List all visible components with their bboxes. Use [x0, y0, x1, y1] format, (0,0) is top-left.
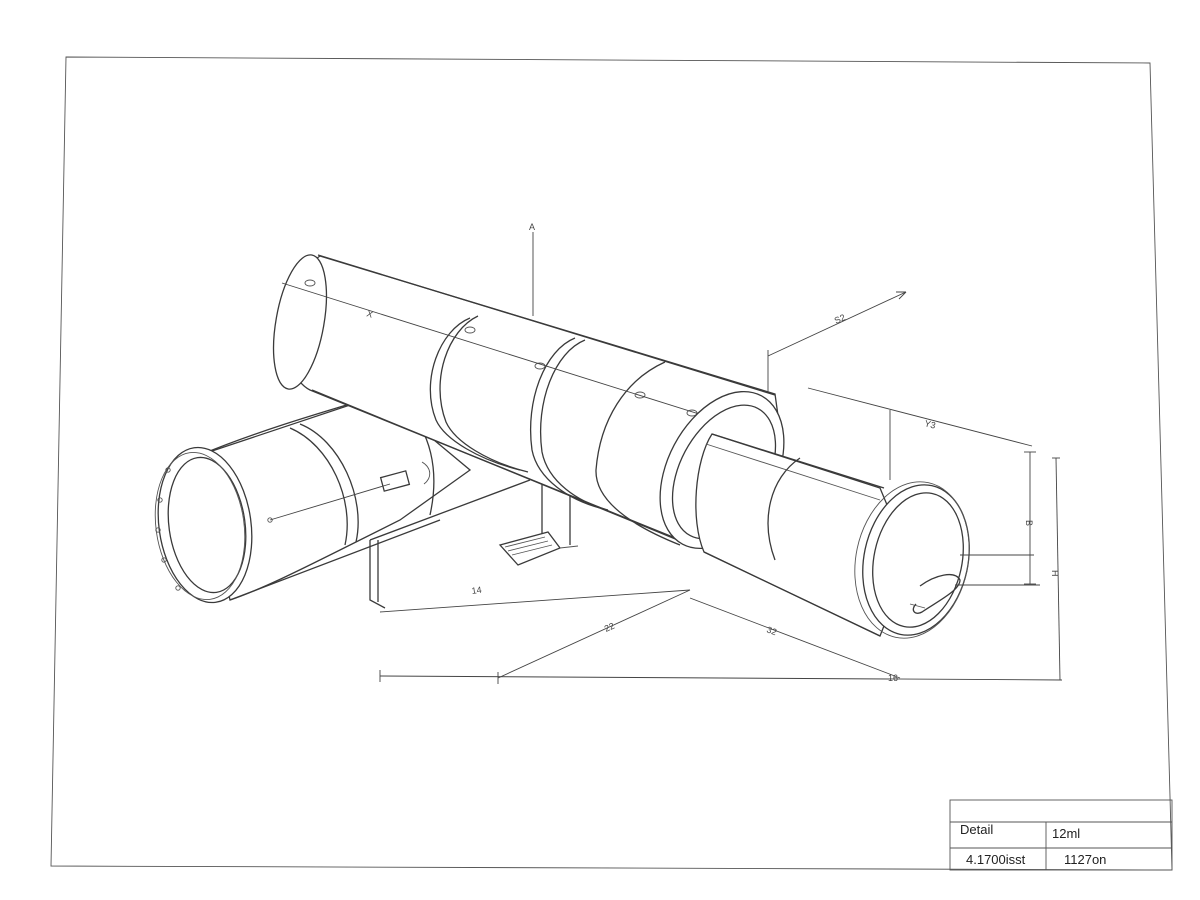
title-block-label-2: 4.1700isst: [966, 852, 1026, 867]
left-branch-pipe: [154, 394, 472, 604]
dim-label-right-vertical-inner: B: [1024, 520, 1034, 526]
dim-label-base-left: 14: [471, 585, 482, 596]
dim-label-top-pipe: X: [365, 308, 374, 319]
title-block-value-2: 1127on: [1064, 852, 1106, 867]
right-extension-pipe: [695, 433, 970, 639]
dim-label-base-right: 32: [765, 624, 778, 637]
title-block-label-1: Detail: [960, 822, 993, 837]
dim-label-right-vertical-outer: H: [1050, 570, 1060, 577]
dim-label-upper-right: S2: [833, 312, 847, 326]
support-stand: [369, 479, 579, 609]
dim-label-overall: 16: [888, 673, 898, 683]
title-block: Detail 12ml 4.1700isst 1127on: [949, 799, 1173, 871]
dimension-lines: [379, 232, 1063, 684]
dim-label-base-mid: 22: [603, 621, 616, 634]
dimension-labels: A X S2 Y3 B H 14 22 32 16: [365, 222, 1060, 683]
title-block-value-1: 12ml: [1052, 826, 1080, 841]
dim-label-right-upper: Y3: [924, 418, 937, 430]
section-marker-label: A: [529, 222, 535, 232]
